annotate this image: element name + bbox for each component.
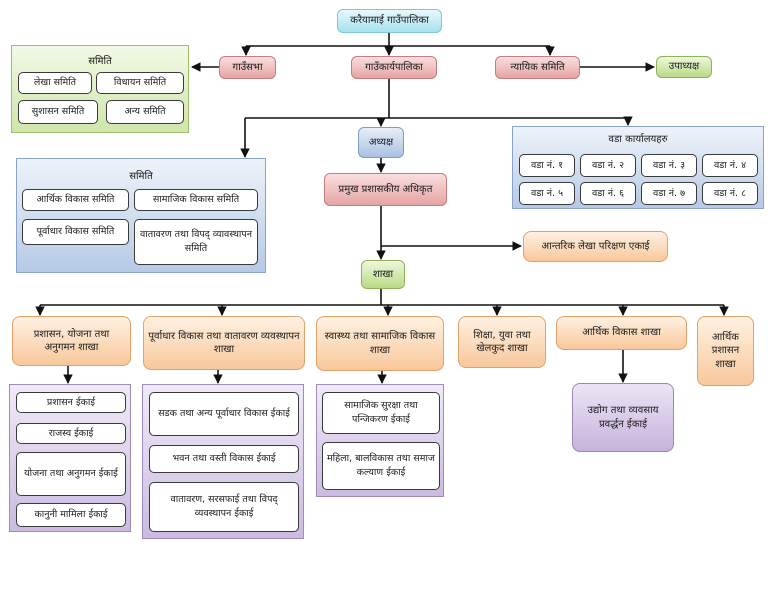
wada-item: वडा नं. ५ <box>519 182 575 205</box>
wada-item: वडा नं. ७ <box>641 182 697 205</box>
branch-node: आर्थिक प्रशासन शाखा <box>697 316 754 386</box>
samiti-mid-item: सामाजिक विकास समिति <box>134 189 258 211</box>
branch-node: आर्थिक विकास शाखा <box>556 316 687 350</box>
units-panel-infra: सडक तथा अन्य पूर्वाधार विकास ईकाई भवन तथ… <box>142 384 304 539</box>
samiti-mid-item: वातावरण तथा विपद् व्यावस्थापन समिति <box>134 219 258 265</box>
units-panel-admin: प्रशासन ईकाई राजस्व ईकाई योजना तथा अनुगम… <box>9 384 131 532</box>
unit-udhyog: उद्योग तथा व्यवसाय प्रवर्द्धन ईकाई <box>572 383 674 452</box>
wada-item: वडा नं. ४ <box>702 154 758 177</box>
wada-item: वडा नं. २ <box>580 154 636 177</box>
unit-item: सडक तथा अन्य पूर्वाधार विकास ईकाई <box>149 392 299 436</box>
unit-item: कानुनी मामिला ईकाई <box>16 503 126 527</box>
samiti-top-item: विधायन समिति <box>96 72 184 94</box>
root-node: करैयामाई गाउँपालिका <box>337 9 442 33</box>
unit-item: योजना तथा अनुगमन ईकाई <box>16 452 126 496</box>
samiti-mid-panel: समिति आर्थिक विकास समिति सामाजिक विकास स… <box>16 158 266 273</box>
wada-item: वडा नं. ८ <box>702 182 758 205</box>
samiti-top-item: सुशासन समिति <box>18 100 98 124</box>
branch-node: प्रशासन, योजना तथा अनुगमन शाखा <box>12 316 131 366</box>
branch-node: स्वास्थ्य तथा सामाजिक विकास शाखा <box>316 316 444 371</box>
nyayik-samiti-node: न्यायिक समिति <box>495 56 580 79</box>
unit-item: भवन तथा वस्ती विकास ईकाई <box>149 445 299 473</box>
gaunkaryapalika-node: गाउँकार्यपालिका <box>351 56 437 79</box>
samiti-mid-item: पूर्वाधार विकास समिति <box>22 219 129 245</box>
unit-item: प्रशासन ईकाई <box>16 392 126 413</box>
wada-item: वडा नं. ६ <box>580 182 636 205</box>
units-panel-health: सामाजिक सुरक्षा तथा पन्जिकरण ईकाई महिला,… <box>316 384 444 497</box>
samiti-top-item: अन्य समिति <box>106 100 184 124</box>
samiti-top-title: समिति <box>88 56 112 67</box>
unit-item: सामाजिक सुरक्षा तथा पन्जिकरण ईकाई <box>322 392 440 434</box>
branch-node: पूर्वाधार विकास तथा वातावरण व्यवस्थापन श… <box>143 316 305 370</box>
antarik-node: आन्तरिक लेखा परिक्षण एकाई <box>523 231 668 262</box>
samiti-top-panel: समिति लेखा समिति विधायन समिति सुशासन समि… <box>11 45 189 133</box>
wada-title: वडा कार्यालयहरु <box>608 134 668 145</box>
adhyaksha-node: अध्यक्ष <box>358 127 404 158</box>
upadhyaksha-node: उपाध्यक्ष <box>656 56 712 78</box>
shakha-node: शाखा <box>361 260 405 289</box>
samiti-top-item: लेखा समिति <box>18 72 92 94</box>
wada-item: वडा नं. १ <box>519 154 575 177</box>
unit-item: महिला, बालविकास तथा समाज कल्याण ईकाई <box>322 442 440 490</box>
samiti-mid-title: समिति <box>129 171 153 182</box>
samiti-mid-item: आर्थिक विकास समिति <box>22 189 129 211</box>
unit-item: वातावरण, सरसफाई तथा विपद् व्यवस्थापन ईका… <box>149 482 299 532</box>
wada-item: वडा नं. ३ <box>641 154 697 177</box>
gaunsabha-node: गाउँसभा <box>219 56 276 79</box>
wada-panel: वडा कार्यालयहरु वडा नं. १ वडा नं. २ वडा … <box>512 126 764 209</box>
unit-item: राजस्व ईकाई <box>16 423 126 444</box>
pramukh-node: प्रमुख प्रशासकीय अधिकृत <box>324 173 447 206</box>
branch-node: शिक्षा, युवा तथा खेलकुद शाखा <box>458 316 546 368</box>
